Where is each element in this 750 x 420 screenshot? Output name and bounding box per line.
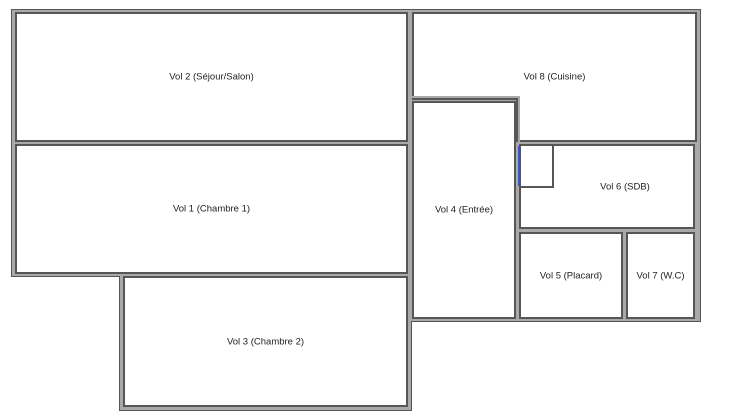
outer-edge-left-step — [11, 276, 120, 277]
room-vol1-bedroom1: Vol 1 (Chambre 1) — [15, 144, 408, 274]
room-label-vol6: Vol 6 (SDB) — [600, 181, 650, 192]
outer-edge-right — [700, 9, 701, 322]
kitchen-notch-edge-v — [516, 98, 518, 142]
room-vol7-wc: Vol 7 (W.C) — [626, 232, 695, 319]
room-vol4-entrance: Vol 4 (Entrée) — [412, 101, 516, 319]
outer-edge-bedroom2-right — [411, 321, 412, 411]
room-label-vol3: Vol 3 (Chambre 2) — [226, 336, 305, 347]
room-label-vol5: Vol 5 (Placard) — [539, 270, 603, 281]
outer-edge-bottom-right — [411, 321, 701, 322]
room-label-vol2: Vol 2 (Séjour/Salon) — [169, 71, 254, 83]
outer-edge-top — [11, 9, 701, 10]
room-label-vol8: Vol 8 (Cuisine) — [523, 71, 586, 83]
room-vol3-bedroom2: Vol 3 (Chambre 2) — [123, 276, 408, 407]
room-label-vol7: Vol 7 (W.C) — [636, 270, 685, 281]
room-label-vol4: Vol 4 (Entrée) — [434, 204, 494, 216]
small-closet-block-overlay — [519, 144, 554, 188]
outer-edge-bedroom2-left — [119, 276, 120, 411]
outer-edge-bottom — [119, 410, 412, 411]
door-entrance — [518, 146, 519, 186]
room-label-vol1: Vol 1 (Chambre 1) — [172, 203, 251, 215]
outer-edge-left — [11, 9, 12, 277]
kitchen-notch-edge-h — [412, 98, 518, 100]
room-vol5-closet: Vol 5 (Placard) — [519, 232, 623, 319]
room-vol2-living-room: Vol 2 (Séjour/Salon) — [15, 12, 408, 142]
